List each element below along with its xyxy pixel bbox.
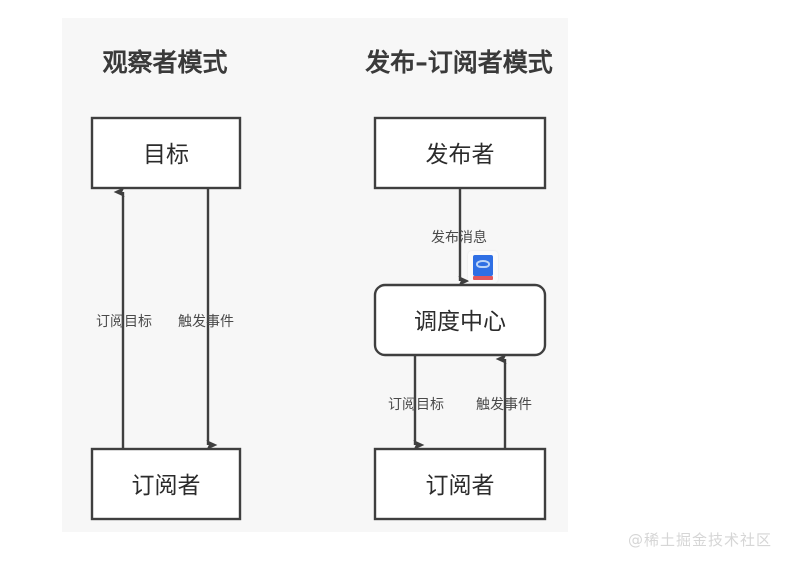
- right-node-publisher-box[interactable]: [373, 116, 547, 190]
- right-diagram-title: 发布–订阅者模式: [364, 48, 553, 77]
- right-node-publisher-label: 发布者: [426, 142, 495, 168]
- right-node-subscriber-box[interactable]: [373, 447, 547, 521]
- left-node-target-label: 目标: [143, 142, 189, 168]
- right-edge-publish-label: 发布消息: [431, 229, 487, 246]
- right-edge-subscribe-label: 订阅目标: [388, 397, 444, 413]
- watermark-text: @稀土掘金技术社区: [627, 531, 772, 549]
- left-node-target-box[interactable]: [90, 116, 242, 190]
- logo-book-shape: [473, 255, 493, 276]
- left-diagram-title: 观察者模式: [102, 48, 227, 77]
- right-node-dispatcher-label: 调度中心: [414, 309, 506, 335]
- logo-base-shape: [473, 276, 493, 280]
- left-edge-subscribe-label: 订阅目标: [96, 314, 152, 330]
- right-node-subscriber-label: 订阅者: [426, 473, 495, 499]
- juejin-book-logo-icon: [468, 251, 498, 283]
- left-edge-trigger-label: 触发事件: [178, 314, 234, 330]
- right-edge-trigger-label: 触发事件: [476, 397, 532, 413]
- left-node-subscriber-box[interactable]: [90, 447, 242, 521]
- left-node-subscriber-label: 订阅者: [132, 473, 201, 499]
